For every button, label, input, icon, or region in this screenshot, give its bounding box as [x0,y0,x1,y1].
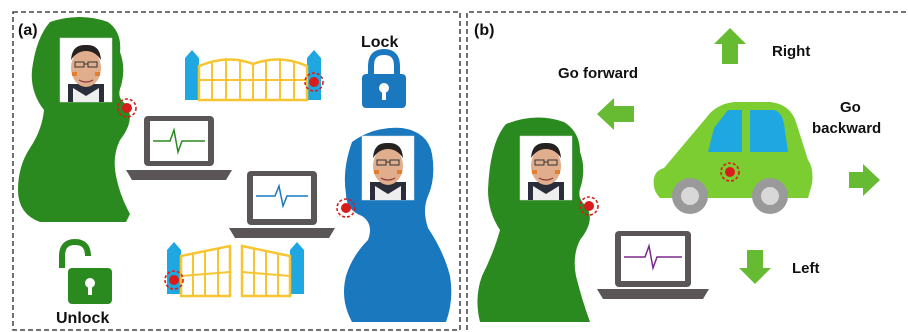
arrow-down-icon [739,250,771,284]
han-face-photo-b [519,135,573,201]
bin-label: Bin [414,305,438,322]
open-gate [167,242,304,298]
car [653,102,813,214]
lock-label: Lock [361,34,398,51]
panel-a-label: (a) [18,22,38,39]
go-backward-label-line2: backward [812,120,881,137]
closed-gate [185,50,321,102]
go-forward-label: Go forward [558,65,638,82]
han-label-a: Han [28,202,56,219]
panel-b-label: (b) [474,22,494,39]
han-face-photo-a [59,37,113,103]
laptop-blue-signal [229,171,335,238]
han-label-b: Han [488,305,516,322]
arrow-left-icon [597,98,634,130]
bin-face-photo [361,135,415,201]
arrow-up-icon [714,28,746,64]
right-label: Right [772,43,810,60]
laptop-purple-signal [597,231,709,299]
arrow-right-icon [849,164,880,196]
go-backward-label-line1: Go [840,99,861,116]
unlock-icon [59,238,112,304]
lock-icon [362,48,406,108]
left-label: Left [792,260,820,277]
laptop-green-signal [126,116,232,180]
unlock-label: Unlock [56,310,109,327]
panel-a-border [12,11,461,331]
panel-b-border [466,11,907,330]
